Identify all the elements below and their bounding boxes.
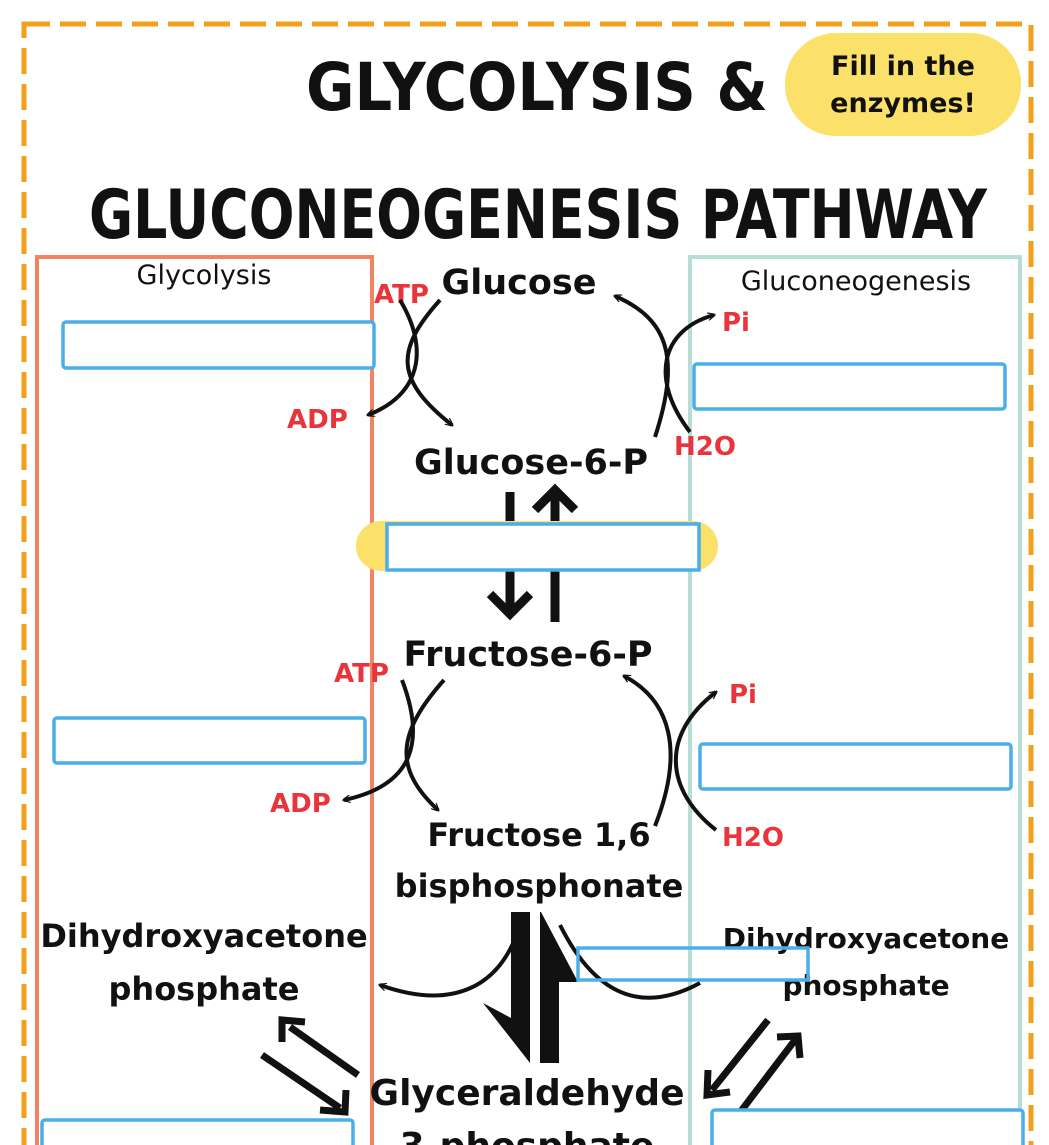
fructose-bisphosphatase-enzyme-blank[interactable]	[698, 742, 1013, 791]
atp-label-2: ATP	[334, 659, 389, 689]
badge-line-1: Fill in the	[831, 51, 975, 82]
glycolysis-column-box	[35, 255, 374, 1145]
fructose-6-p-label: Fructose-6-P	[404, 635, 653, 675]
glyceraldehyde-3-phosphate-line-1: Glyceraldehyde	[370, 1073, 685, 1114]
left-tpi-enzyme-blank[interactable]	[40, 1118, 355, 1145]
dhap-left-line-2: phosphate	[109, 970, 300, 1008]
pfk1-enzyme-blank[interactable]	[52, 716, 367, 765]
h2o-label-1: H2O	[674, 432, 736, 462]
f6p-to-f16bp-arrows	[344, 678, 446, 810]
pi-label-2: Pi	[729, 680, 757, 710]
f16bp-to-f6p-arrows	[624, 674, 716, 832]
hexokinase-enzyme-blank[interactable]	[61, 320, 376, 370]
adp-label-1: ADP	[287, 405, 348, 435]
aldolase-equilibrium-arrows	[380, 912, 701, 1063]
glyceraldehyde-3-phosphate-line-2: 3-phosphate	[400, 1126, 655, 1145]
fructose-1-6-bisphosphonate-line-1: Fructose 1,6	[427, 816, 650, 854]
right-tpi-enzyme-blank[interactable]	[710, 1108, 1025, 1145]
left-triose-isomerase-arrows	[260, 1016, 361, 1116]
glycolysis-label: Glycolysis	[137, 260, 272, 291]
dhap-right-line-2: phosphate	[782, 969, 949, 1002]
glucose-6-p-label: Glucose-6-P	[414, 443, 648, 483]
right-triose-isomerase-arrows	[703, 1017, 804, 1118]
dhap-right-line-1: Dihydroxyacetone	[723, 922, 1009, 955]
glucose-label: Glucose	[441, 263, 596, 303]
g6p-to-glucose-arrows	[615, 294, 714, 438]
aldolase-enzyme-blank[interactable]	[576, 946, 810, 982]
title-line-1: GLYCOLYSIS &	[306, 49, 768, 126]
fill-in-badge: Fill in the enzymes!	[785, 33, 1021, 136]
isomerase-enzyme-blank[interactable]	[385, 522, 701, 572]
pi-label-1: Pi	[722, 308, 750, 338]
gluconeogenesis-label: Gluconeogenesis	[741, 266, 971, 297]
glucose-to-g6p-arrows	[368, 298, 452, 425]
outer-dashed-border	[21, 21, 1034, 1145]
h2o-label-2: H2O	[722, 823, 784, 853]
badge-line-2: enzymes!	[830, 88, 976, 119]
glucose-6-phosphatase-enzyme-blank[interactable]	[692, 362, 1007, 411]
title-line-2: GLUCONEOGENESIS PATHWAY	[89, 176, 988, 255]
fructose-1-6-bisphosphonate-line-2: bisphosphonate	[395, 867, 684, 905]
adp-label-2: ADP	[270, 789, 331, 819]
dhap-left-line-1: Dihydroxyacetone	[40, 917, 367, 955]
